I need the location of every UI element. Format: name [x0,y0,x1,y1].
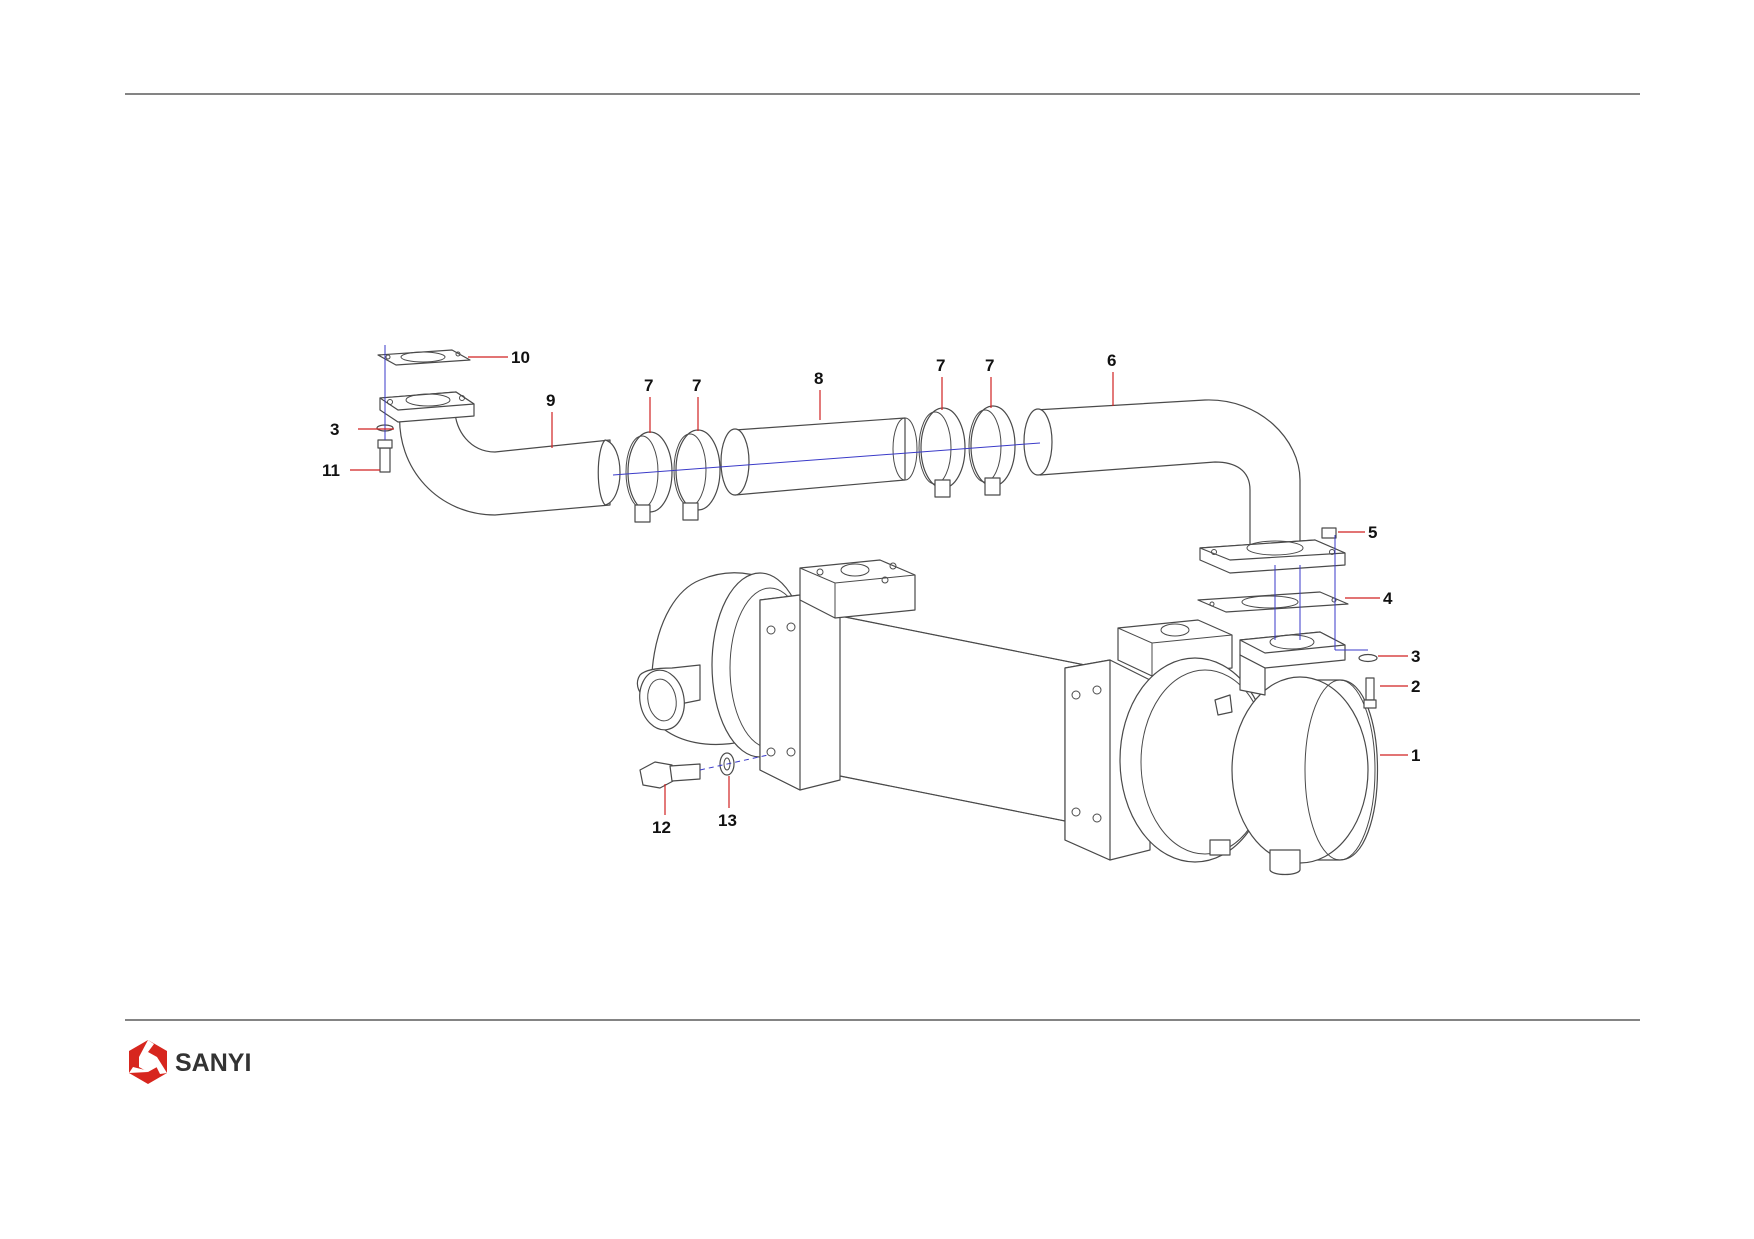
callout-11: 11 [322,461,340,480]
bolt-12 [639,761,701,789]
washer-3-right [1358,653,1378,663]
bolt-11 [377,439,393,473]
callout-7-a: 7 [644,376,653,395]
callout-5: 5 [1368,523,1377,542]
callout-9: 9 [546,391,555,410]
bolt-2 [1363,677,1377,709]
callout-1: 1 [1411,746,1420,765]
sanyi-logo-mark-icon [129,1040,167,1084]
callout-6: 6 [1107,351,1116,370]
callout-13: 13 [718,811,737,830]
callout-7-c: 7 [936,356,945,375]
gasket-10 [377,349,471,366]
heat-exchanger-body [636,559,1378,876]
elbow-pipe-9 [379,391,621,516]
nut-5 [1321,527,1337,539]
elbow-pipe-6 [1023,399,1301,549]
gasket-4 [1197,591,1349,613]
clamp-7-b [673,429,721,521]
clamp-7-c [918,407,966,498]
brand-name: SANYI [175,1049,251,1077]
callout-3-left: 3 [330,420,339,439]
callout-7-b: 7 [692,376,701,395]
outlet-flange-6 [1199,539,1346,574]
callout-7-d: 7 [985,356,994,375]
callout-12: 12 [652,818,671,837]
assembly-axes [384,345,1368,771]
clamp-7-a [625,431,673,523]
callout-8: 8 [814,369,823,388]
leader-lines [350,356,1408,815]
callout-3-right: 3 [1411,647,1420,666]
clamp-7-d [968,405,1016,496]
callout-10: 10 [511,348,530,367]
callout-4: 4 [1383,589,1393,608]
straight-pipe-8 [720,417,918,496]
callout-labels: 1 2 3 3 4 5 6 7 7 7 7 8 9 10 11 12 13 [322,348,1420,837]
callout-2: 2 [1411,677,1420,696]
sanyi-logo: SANYI [129,1040,251,1084]
